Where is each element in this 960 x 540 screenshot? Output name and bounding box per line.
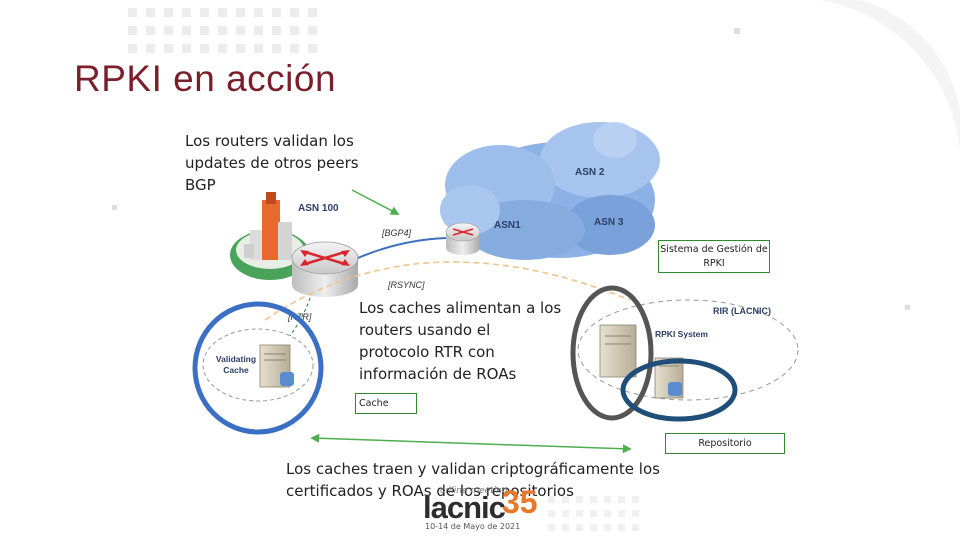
label-asn100: ASN 100 xyxy=(298,203,339,214)
fetch-arrow xyxy=(310,433,632,454)
slide-title: RPKI en acción xyxy=(74,58,337,99)
rpki-server-icon xyxy=(599,324,637,378)
bgp-link xyxy=(357,237,447,259)
tag-system: Sistema de Gestión de RPKI xyxy=(658,240,770,273)
label-bgp4: [BGP4] xyxy=(381,228,412,238)
asn100-campus-icon xyxy=(230,192,310,280)
brand-number: 35 xyxy=(502,484,538,520)
highlight-rpki-circle xyxy=(570,285,654,421)
edge-router-icon xyxy=(445,222,481,255)
meeting-dates: 10-14 de Mayo de 2021 xyxy=(425,522,521,531)
label-asn3: ASN 3 xyxy=(594,217,624,228)
label-rsync: [RSYNC] xyxy=(387,280,425,290)
validate-arrow xyxy=(351,189,400,215)
dot-grid-top xyxy=(128,8,317,53)
main-router-icon xyxy=(291,241,359,297)
label-rir: RIR (LACNIC) xyxy=(713,306,771,316)
dot-grid-bottom xyxy=(548,496,639,531)
note-fetch: Los caches traen y validan criptográfica… xyxy=(286,460,660,500)
dot-decoration xyxy=(905,305,910,310)
dot-decoration xyxy=(112,205,117,210)
label-asn1: ASN1 xyxy=(494,220,521,231)
note-validate: Los routers validan los updates de otros… xyxy=(185,132,359,194)
highlight-repo-ellipse xyxy=(620,358,738,422)
meeting-label: online meeting xyxy=(440,486,508,496)
tag-repo: Repositorio xyxy=(665,433,785,454)
label-asn2: ASN 2 xyxy=(575,167,605,178)
cloud-network xyxy=(440,122,660,260)
rsync-link xyxy=(264,261,631,321)
brand-logo: lacnic xyxy=(423,490,506,525)
tag-cache: Cache xyxy=(355,393,417,414)
cache-zone xyxy=(202,328,314,402)
highlight-cache-circle xyxy=(192,301,324,435)
rir-zone xyxy=(577,299,799,401)
cache-server-icon xyxy=(259,344,294,388)
label-rpki-system: RPKI System xyxy=(655,329,708,339)
note-feed: Los caches alimentan a los routers usand… xyxy=(359,297,564,385)
label-cache-word: Cache xyxy=(223,365,249,375)
dot-decoration xyxy=(734,28,740,34)
label-validating: Validating xyxy=(216,354,256,364)
